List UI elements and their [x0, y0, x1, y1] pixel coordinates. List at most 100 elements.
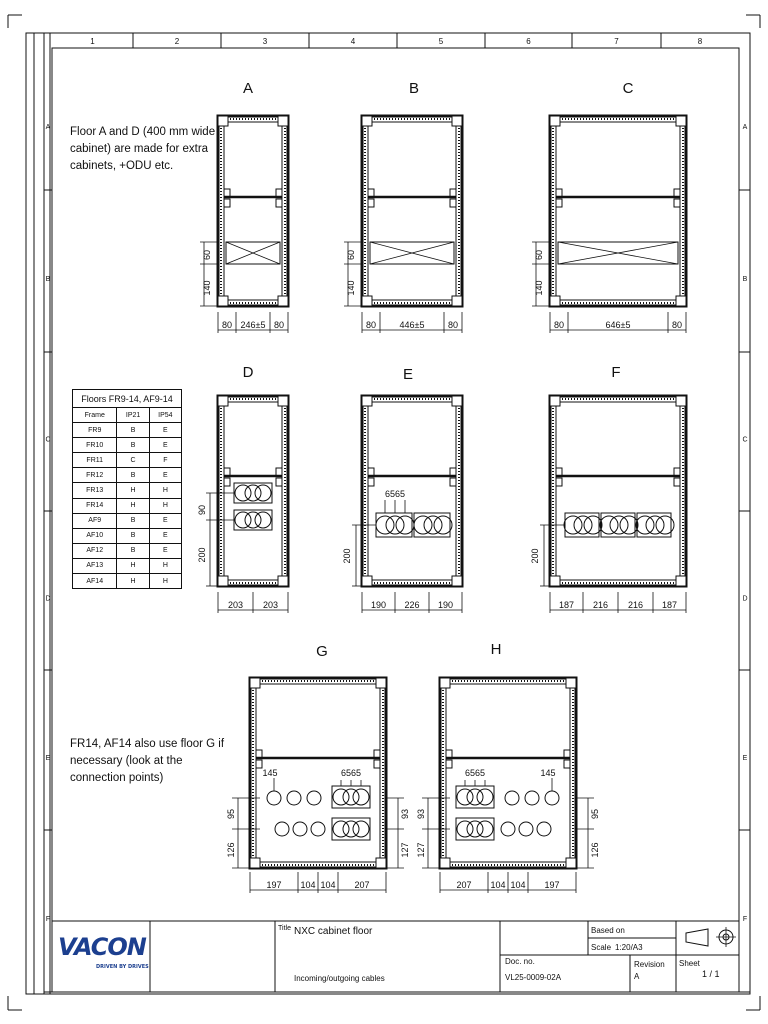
table-cell: FR12 [71, 467, 118, 484]
dimension-text: 104 [320, 880, 335, 890]
column-number: 6 [526, 37, 531, 46]
cable-hole [234, 511, 252, 529]
cabinet-d-inner [223, 401, 283, 581]
cable-hole [292, 821, 308, 837]
table-cell: H [116, 557, 150, 575]
cabinet-e-bracket [367, 467, 375, 477]
floor-label-b: B [408, 80, 419, 97]
cabinet-c-frame [548, 114, 688, 308]
cable-hole [342, 820, 360, 838]
cabinet-c-corner [675, 295, 687, 307]
cable-hole [286, 790, 302, 806]
cabinet-a-bracket [275, 188, 283, 198]
cabinet-c-bracket [673, 188, 681, 198]
gland-plate [331, 817, 371, 841]
cable-hole [609, 515, 629, 535]
logo-slogan: DRIVEN BY DRIVES [96, 964, 149, 970]
dimension-text: 126 [590, 842, 600, 857]
scale-label: Scale [591, 943, 612, 952]
cable-hole [385, 515, 405, 535]
dimension-text: 226 [404, 600, 419, 610]
cable-hole [635, 515, 655, 535]
dimension-text: 216 [593, 600, 608, 610]
floor-label-g: G [316, 643, 328, 660]
cable-hole [274, 821, 290, 837]
table-cell: C [116, 452, 150, 469]
cabinet-h-frame [438, 676, 578, 870]
cabinet-a-corner [277, 115, 289, 127]
dimension-text: 95 [590, 809, 600, 819]
dimension-text: 197 [266, 880, 281, 890]
table-header: Frame [71, 406, 118, 424]
column-number: 1 [90, 37, 95, 46]
floor-label-d: D [242, 364, 254, 381]
cabinet-d-bracket [275, 477, 283, 487]
cabinet-d-corner [277, 575, 289, 587]
drawing-subtitle: Incoming/outgoing cables [294, 974, 385, 983]
cross [557, 241, 679, 265]
cabinet-f-corner [549, 575, 561, 587]
cabinet-h-corner [565, 677, 577, 689]
cabinet-b-bracket [449, 188, 457, 198]
dimension-text: 197 [544, 880, 559, 890]
cable-hole [342, 788, 360, 806]
row-letter: E [46, 755, 51, 762]
dimension-text: 200 [530, 548, 540, 563]
table-cell: B [116, 422, 150, 439]
note-floor-a-d: Floor A and D (400 mm wide cabinet) are … [70, 126, 216, 172]
dimension-text: 80 [222, 320, 232, 330]
cable-hole [544, 790, 560, 806]
cable-hole [456, 820, 474, 838]
cross [369, 241, 455, 265]
cabinet-g-bracket [373, 749, 381, 759]
row-letter: D [45, 596, 50, 603]
cable-hole [244, 511, 262, 529]
table-cell: AF9 [71, 512, 118, 529]
dimension-text: 216 [628, 600, 643, 610]
cabinet-b-bracket [367, 198, 375, 208]
dimension-text: 60 [202, 250, 212, 260]
table-cell: H [148, 573, 183, 590]
dimension-text: 203 [228, 600, 243, 610]
binding-strip [33, 32, 51, 995]
cable-hole [244, 484, 262, 502]
row-letter: A [743, 124, 748, 131]
row-letter: D [742, 596, 747, 603]
doc-no-label: Doc. no. [505, 957, 535, 966]
cabinet-f-bracket [555, 467, 563, 477]
cabinet-e-corner [361, 575, 373, 587]
dimension-text: 95 [226, 809, 236, 819]
dimension-text: 200 [197, 547, 207, 562]
cabinet-e-bracket [449, 467, 457, 477]
cabinet-g-corner [375, 857, 387, 869]
table-cell: B [116, 542, 150, 559]
cable-hole [619, 515, 639, 535]
cabinet-a-bracket [275, 198, 283, 208]
cabinet-d-bracket [275, 467, 283, 477]
floor-label-e: E [402, 366, 413, 383]
cable-hole [518, 821, 534, 837]
cabinet-c-bracket [673, 198, 681, 208]
dimension-text: 200 [342, 548, 352, 563]
dimension-text: 104 [510, 880, 525, 890]
cabinet-c-corner [675, 115, 687, 127]
row-letter: F [743, 916, 747, 923]
cabinet-b-bracket [367, 188, 375, 198]
table-cell: E [148, 467, 183, 484]
sheet-value: 1 / 1 [702, 969, 720, 979]
cabinet-c-corner [549, 295, 561, 307]
table-cell: E [148, 527, 183, 544]
table-cell: E [148, 512, 183, 529]
table-cell: FR13 [71, 482, 118, 499]
cabinet-d-corner [217, 395, 229, 407]
row-letter: C [45, 437, 50, 444]
cable-hole [306, 790, 322, 806]
cable-hole [332, 788, 350, 806]
dimension-text: 104 [300, 880, 315, 890]
cabinet-d-frame [216, 394, 290, 588]
title-label: Title [278, 925, 291, 932]
